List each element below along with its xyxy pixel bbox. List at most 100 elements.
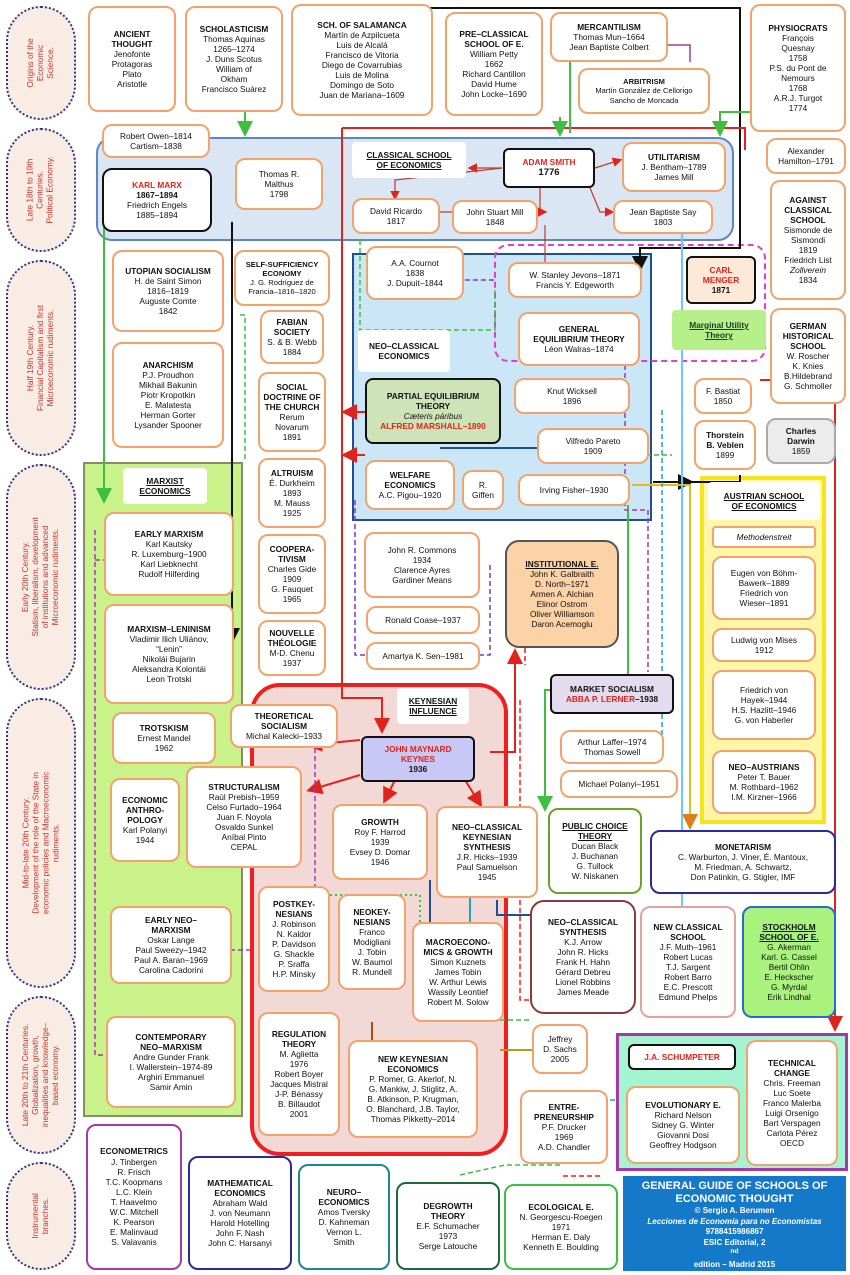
smith-year: 1776 (538, 167, 560, 179)
contemporary-title: CONTEMPORARY NEO–MARXISM (135, 1031, 207, 1052)
stockholm-text: G. Akerman Karl. G. Cassel Bertil Ohlin … (761, 941, 817, 1003)
early-neomarx-text: Oskar Lange Paul Sweezy–1942 Paul A. Bar… (134, 934, 208, 976)
marx-engels: Friedrich Engels 1885–1894 (127, 200, 187, 221)
ancient-title: ANCIENT THOUGHT (111, 28, 153, 49)
guide-credits: GENERAL GUIDE OF SCHOOLS OF ECONOMIC THO… (623, 1176, 846, 1271)
theo-soc-title: THEORETICAL SOCIALISM (254, 710, 314, 731)
cournot-text: A.A. Cournot 1838 J. Dupuit–1844 (387, 257, 443, 289)
guide-publisher-pre: ESIC Editorial, 2 (703, 1237, 766, 1247)
physiocrats-text: François Quesnay 1758 P.S. du Pont de Ne… (769, 32, 827, 114)
cournot-box: A.A. Cournot 1838 J. Dupuit–1844 (366, 246, 464, 300)
fisher-box: Irving Fisher–1930 (518, 474, 630, 506)
austrian-title-text: AUSTRIAN SCHOOL OF ECONOMICS (723, 490, 805, 511)
econometrics-title: ECONOMETRICS (100, 1146, 168, 1157)
german-title: GERMAN HISTORICAL SCHOOL (782, 320, 834, 351)
degrowth-title: DEGROWTH THEORY (423, 1200, 473, 1221)
technical-text: Chris. Freeman Luc Soete Franco Malerba … (762, 1077, 822, 1149)
nouvelle-title: NOUVELLE THÉOLOGIE (267, 627, 317, 648)
leninism-title: MARXISM–LENINISM (127, 623, 211, 634)
scholasticism-title: SCHOLASTICISM (199, 23, 269, 34)
marxist-title-text: MARXIST ECONOMICS (139, 475, 191, 496)
public-choice-text: Ducan Black J. Buchanan G. Tullock W. Ni… (571, 840, 619, 882)
growth-title: GROWTH (361, 816, 399, 827)
anthropology-title: ECONOMIC ANTHRO- POLOGY (122, 794, 168, 825)
market-soc-title: MARKET SOCIALISM (570, 683, 654, 694)
physiocrats-title: PHYSIOCRATS (768, 22, 828, 33)
preclassical-text: William Petty 1662 Richard Cantillon Dav… (461, 48, 527, 100)
michael-polanyi-box: Michael Polanyi–1951 (560, 770, 678, 798)
polanyi-m-text: Michael Polanyi–1951 (578, 778, 660, 789)
institutional-text: John K. Galbraith D. North–1971 Armen A.… (529, 568, 595, 630)
fabian-text: S. & B. Webb 1884 (267, 337, 317, 358)
sachs-text: Jeffrey D. Sachs 2005 (543, 1033, 577, 1065)
general-eq-title: GENERAL EQUILIBRIUM THEORY (533, 323, 625, 344)
contemporary-text: Andre Gunder Frank I. Wallerstein–1974-8… (129, 1051, 213, 1093)
econometrics-text: J. Tinbergen R. Frisch T.C. Koopmans L.C… (105, 1156, 163, 1248)
wicksell-box: Knut Wicksell 1896 (514, 378, 630, 414)
menger-year: 1871 (711, 285, 731, 296)
trotskism-title: TROTSKISM (139, 722, 189, 733)
new-keynesian-title: NEW KEYNESIAN ECONOMICS (377, 1053, 449, 1074)
menger-title: CARL MENGER (702, 264, 740, 285)
methodenstreit-box: Methodenstreit (712, 526, 816, 548)
macro-growth-text: Simon Kuznets James Tobin W. Arthur Lewi… (427, 956, 489, 1008)
bohm-bawerk-box: Eugen von Böhm- Bawerk–1889 Friedrich vo… (712, 556, 816, 620)
anarchism-title: ANARCHISM (142, 359, 194, 370)
altruism-title: ALTRUISM (270, 467, 314, 478)
scholasticism-text: Thomas Aquinas 1265–1274 J. Duns Scotus … (201, 33, 267, 95)
giffen-text: R. Giffen (472, 479, 494, 500)
guide-isbn: 9788415986867 (705, 1227, 764, 1237)
era-tag-financial-capitalism: Half 19th Century. Financial Capitalism … (6, 260, 76, 456)
guide-title: GENERAL GUIDE OF SCHOOLS OF ECONOMIC THO… (641, 1180, 828, 1206)
coop-title: COOPERA- TIVISM (269, 543, 315, 564)
social-doc-text: Rerum Novarum 1891 (275, 412, 309, 443)
monetarism-text: C. Warburton, J. Viner, É. Mantoux, M. F… (677, 851, 809, 883)
selfsuff-text: J. G. Rodríguez de Francia–1816–1820 (248, 278, 316, 297)
commons-box: John R. Commons 1934 Clarence Ayres Gard… (364, 532, 480, 598)
classical-school-title: CLASSICAL SCHOOL OF ECONOMICS (352, 142, 466, 178)
classical-title-text: CLASSICAL SCHOOL OF ECONOMICS (366, 149, 452, 170)
monetarism-title: MONETARISM (714, 841, 772, 852)
evolutionary-box: EVOLUTIONARY E.Richard Nelson Sidney G. … (626, 1086, 740, 1164)
era-label: Late 20th to 21th Centuries. Globalizati… (20, 1022, 60, 1128)
macro-growth-title: MACROECONO- MICS & GROWTH (423, 936, 493, 957)
against-title: AGAINST CLASSICAL SCHOOL (784, 194, 832, 225)
against-zollverein: Zollverein (790, 265, 826, 276)
marx-years: 1867–1894 (136, 189, 178, 200)
laffer-text: Arthur Laffer–1974 Thomas Sowell (577, 736, 647, 757)
public-choice-title: PUBLIC CHOICE THEORY (562, 820, 628, 841)
wicksell-text: Knut Wicksell 1896 (547, 385, 597, 406)
utopian-text: H. de Saint Simon 1816–1819 Auguste Comt… (134, 275, 202, 317)
era-tag-origins: Origins of the Economic Science. (6, 6, 76, 120)
marginal-title: Marginal Utility Theory (689, 319, 749, 340)
austrian-title: AUSTRIAN SCHOOL OF ECONOMICS (708, 482, 820, 520)
bastiat-text: F. Bastiat 1850 (705, 385, 741, 406)
regulation-text: M. Aglietta 1976 Robert Boyer Jacques Mi… (270, 1048, 328, 1120)
neo-synth-text: J.R. Hicks–1939 Paul Samuelson 1945 (456, 852, 518, 883)
postkey-title: POSTKEY- NESIANS (273, 898, 315, 919)
structuralism-title: STRUCTURALISM (208, 781, 280, 792)
bohm-text: Eugen von Böhm- Bawerk–1889 Friedrich vo… (730, 567, 798, 609)
ecological-box: ECOLOGICAL E.N. Georgescu-Roegen 1971 He… (504, 1184, 618, 1270)
hamilton-text: Alexander Hamilton–1791 (778, 145, 834, 166)
new-classical-text: J.F. Muth–1961 Robert Lucas T.J. Sargent… (658, 941, 718, 1003)
say-text: Jean Baptiste Say 1803 (629, 206, 697, 227)
